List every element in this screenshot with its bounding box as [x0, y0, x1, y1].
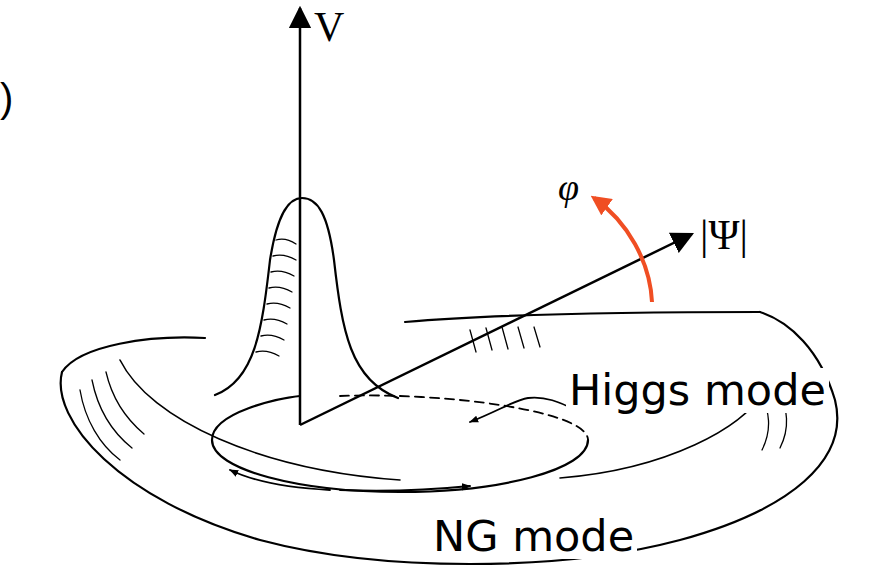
axis-label: |Ψ| — [700, 214, 748, 256]
hat-outline — [61, 198, 838, 564]
ng-arrow-left — [230, 470, 330, 490]
higgs-arrow — [470, 398, 575, 422]
brim-outer — [61, 312, 838, 564]
hatching — [80, 239, 787, 460]
trough-front — [212, 440, 588, 492]
trough-back-left — [212, 396, 300, 440]
angle-label: φ — [558, 168, 579, 206]
mode-label: NG mode — [430, 514, 637, 559]
axis-label: V — [314, 6, 344, 48]
phi-arrow — [594, 198, 652, 302]
peak — [215, 198, 398, 398]
ng-arrow-right — [340, 486, 470, 491]
mode-label: Higgs mode — [566, 368, 829, 413]
brim-rim-left — [62, 337, 205, 372]
v-axis — [299, 8, 302, 425]
brim-inner-left — [120, 360, 400, 480]
brim-rim-right — [405, 312, 760, 322]
trough-back-dashed — [340, 395, 588, 440]
cropped-bracket: ) — [0, 78, 13, 118]
